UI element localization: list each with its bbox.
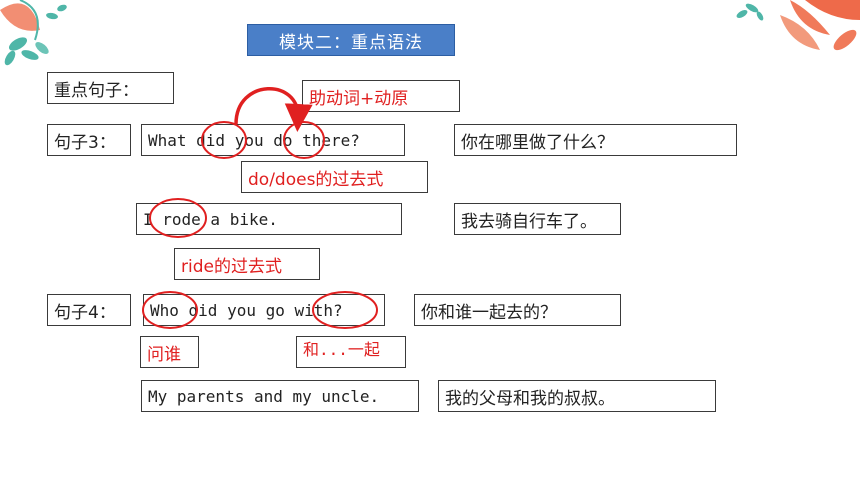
annotation-ask-who: 问谁 xyxy=(140,336,199,368)
annotation-with: 和...一起 xyxy=(296,336,406,368)
sentence4-answer-translation: 我的父母和我的叔叔。 xyxy=(438,380,716,412)
key-sentences-label: 重点句子： xyxy=(47,72,174,104)
circle-did xyxy=(201,121,247,159)
circle-do xyxy=(283,121,325,159)
sentence4-label: 句子4： xyxy=(47,294,131,326)
circle-with xyxy=(312,291,378,329)
section-title: 模块二：重点语法 xyxy=(247,24,455,56)
sentence3-question-translation: 你在哪里做了什么？ xyxy=(454,124,737,156)
arrow-did-to-do-icon xyxy=(234,87,313,132)
annotation-aux-verb: 助动词+动原 xyxy=(302,80,460,112)
sentence4-question: Who did you go with? xyxy=(143,294,385,326)
sentence3-answer-translation: 我去骑自行车了。 xyxy=(454,203,621,235)
sentence3-answer: I rode a bike. xyxy=(136,203,402,235)
top-left-leaves-icon xyxy=(0,0,67,66)
circle-who xyxy=(142,291,198,329)
annotation-do-does-past: do/does的过去式 xyxy=(241,161,428,193)
sentence3-label: 句子3： xyxy=(47,124,131,156)
sentence3-question: What did you do there? xyxy=(141,124,405,156)
annotation-ride-past: ride的过去式 xyxy=(174,248,320,280)
top-right-leaves-icon xyxy=(736,0,860,51)
circle-rode xyxy=(149,198,207,238)
sentence4-answer: My parents and my uncle. xyxy=(141,380,419,412)
sentence4-question-translation: 你和谁一起去的？ xyxy=(414,294,621,326)
